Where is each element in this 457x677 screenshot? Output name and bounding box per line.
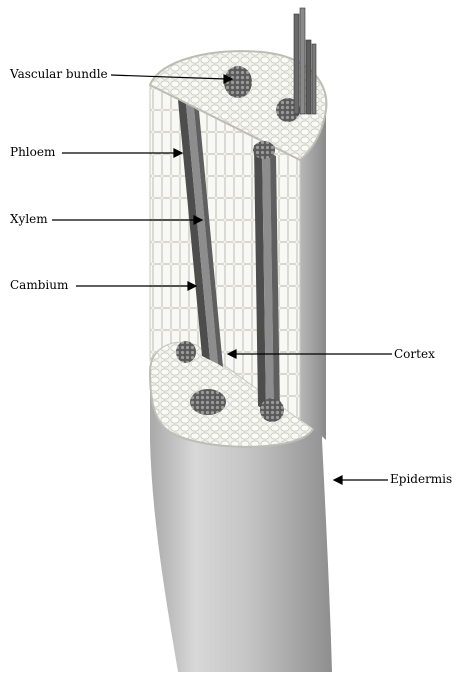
label-phloem: Phloem — [10, 145, 55, 159]
bundle-lower-center — [190, 389, 226, 415]
upper-column-side — [300, 110, 326, 440]
label-epidermis: Epidermis — [390, 472, 452, 486]
vascular-strand-right — [254, 145, 280, 417]
bundle-mid-top — [253, 141, 275, 159]
bundle-top-left — [224, 66, 252, 98]
bundle-lower-left — [176, 341, 196, 363]
label-cambium: Cambium — [10, 278, 68, 292]
label-vascular-bundle: Vascular bundle — [10, 67, 108, 81]
label-xylem: Xylem — [10, 212, 48, 226]
protruding-strands — [294, 8, 316, 114]
label-cortex: Cortex — [394, 347, 435, 361]
bundle-lower-right — [260, 398, 284, 422]
